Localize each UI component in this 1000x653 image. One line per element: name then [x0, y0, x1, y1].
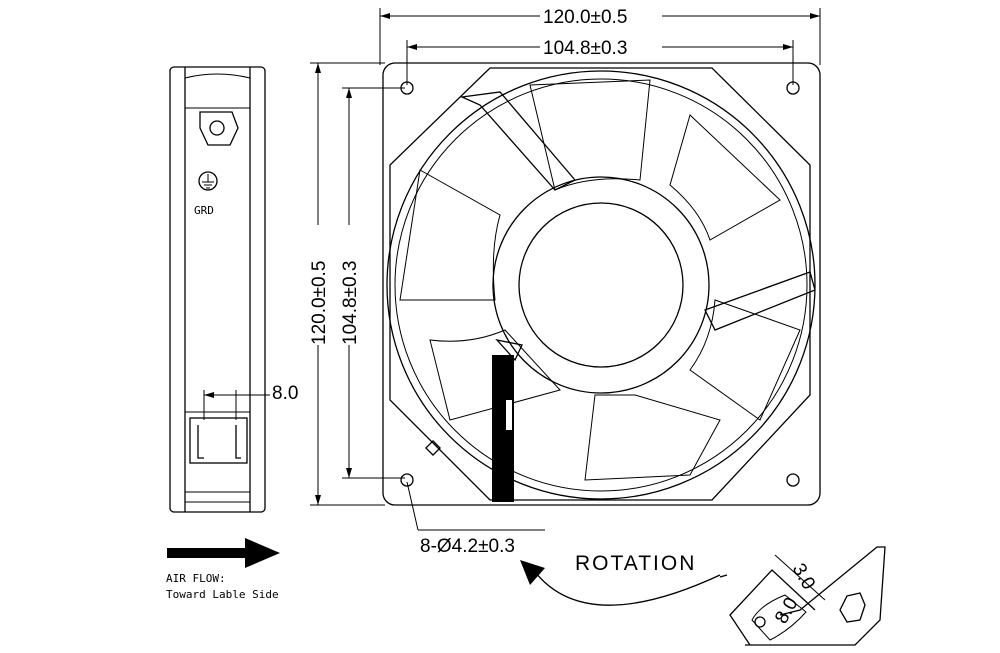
mounting-hole [400, 81, 800, 487]
side-view: GRD 8.0 [169, 66, 298, 513]
cable-channel [492, 355, 514, 502]
fan-blade [399, 79, 801, 481]
airflow-indicator: AIR FLOW: Toward Lable Side [166, 538, 280, 601]
svg-text:8.0: 8.0 [272, 383, 298, 404]
ground-icon [198, 171, 218, 191]
fan-front-view [382, 62, 821, 506]
rotation-label: ROTATION [575, 552, 696, 575]
hole-spacing-width-label: 104.8±0.3 [543, 38, 627, 59]
terminal-width-dimension: 8.0 [203, 383, 298, 420]
rotation-indicator: ROTATION [520, 552, 721, 606]
hole-spacing-height-label: 104.8±0.3 [340, 261, 361, 345]
svg-text:Toward Lable Side: Toward Lable Side [166, 588, 279, 601]
svg-text:AIR FLOW:: AIR FLOW: [166, 572, 226, 585]
airflow-arrow-icon [167, 538, 280, 568]
height-dimensions: 120.0±0.5 104.8±0.3 [309, 62, 405, 506]
ground-label: GRD [194, 204, 214, 217]
mounting-hole-callout: 8-Ø4.2±0.3 [406, 481, 545, 557]
rotation-arrow-icon [529, 564, 721, 606]
width-dimensions: 120.0±0.5 104.8±0.3 [379, 7, 821, 85]
svg-text:8-Ø4.2±0.3: 8-Ø4.2±0.3 [420, 536, 515, 557]
overall-height-label: 120.0±0.5 [309, 261, 330, 345]
terminal-detail: 3.0 8.0 [719, 546, 886, 646]
strut [459, 91, 816, 331]
overall-width-label: 120.0±0.5 [543, 7, 627, 28]
